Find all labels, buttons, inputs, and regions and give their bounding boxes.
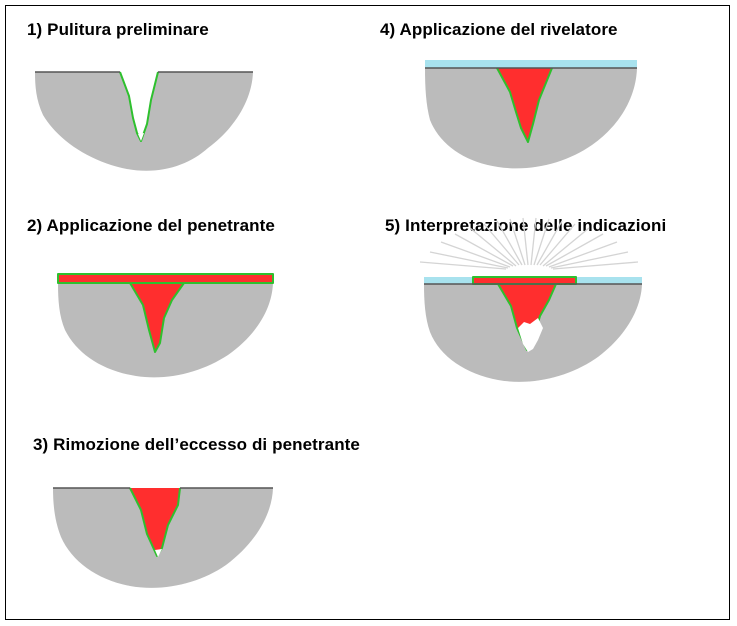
step-2-specimen [58, 283, 273, 378]
step-2-penetrant-in-crack [130, 283, 184, 352]
step-4-title: 4) Applicazione del rivelatore [380, 20, 618, 39]
step-2-illustration [57, 273, 274, 378]
step-2-penetrant-layer [57, 273, 274, 284]
step-2-crack-edge [129, 282, 185, 353]
step-1-crack-void [138, 133, 144, 141]
step-4-crack-edge [496, 67, 553, 143]
diagram-frame [5, 5, 730, 620]
step-1-illustration [35, 71, 253, 171]
step-4-illustration [425, 60, 637, 169]
step-5-penetrant-in-crack [498, 284, 556, 350]
step-3-crack-void [155, 549, 162, 557]
step-2-title: 2) Applicazione del penetrante [27, 216, 275, 235]
step-5-illustration [419, 217, 642, 382]
step-4-penetrant-in-crack [497, 68, 552, 142]
step-1-specimen [35, 72, 253, 171]
step-1-crack-edge [119, 71, 159, 142]
step-3-illustration [53, 487, 273, 588]
step-5-indication [472, 276, 577, 285]
step-5-light-rays [419, 217, 639, 270]
step-3-title: 3) Rimozione dell’eccesso di penetrante [33, 435, 360, 454]
step-5-crack-void [518, 318, 543, 352]
step-5-title: 5) Interpretazione delle indicazioni [385, 216, 667, 235]
step-1-title: 1) Pulitura preliminare [27, 20, 209, 39]
step-3-penetrant-in-crack [130, 488, 180, 556]
step-4-developer-layer [425, 60, 637, 68]
